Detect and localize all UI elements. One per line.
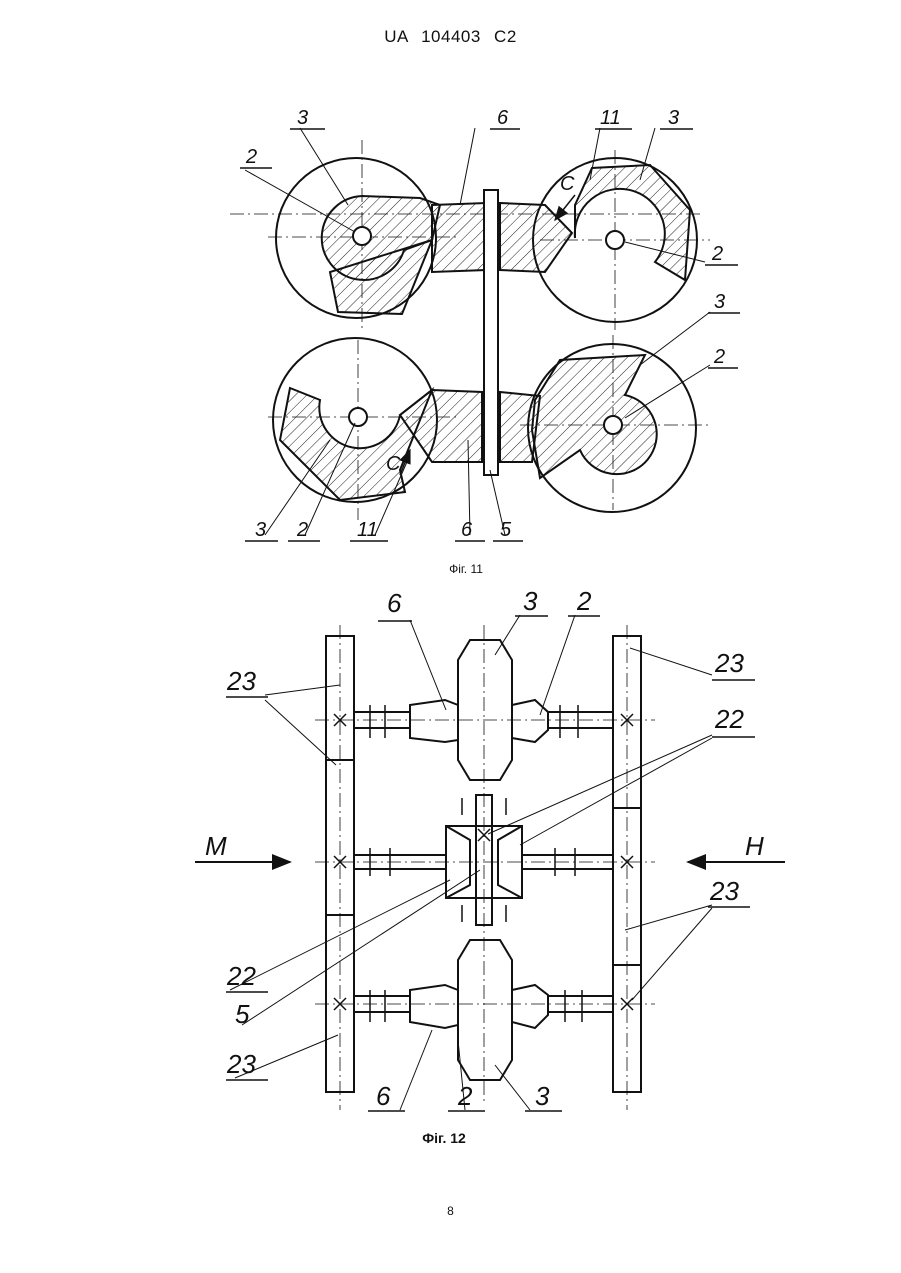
label-11: 11	[357, 519, 378, 541]
label-3: 3	[668, 107, 679, 129]
disk-bottom-right	[528, 344, 696, 512]
label-23: 23	[226, 666, 256, 696]
label-22: 22	[226, 961, 256, 991]
label-5: 5	[235, 999, 250, 1029]
figure-12	[195, 615, 785, 1111]
arrow-label-m: М	[205, 831, 227, 861]
label-c: С	[386, 453, 401, 475]
label-22: 22	[714, 704, 744, 734]
figure-11	[230, 128, 740, 541]
label-3: 3	[523, 586, 538, 616]
label-c: С	[560, 173, 575, 195]
roller-top	[458, 640, 512, 780]
figure-11-caption: Фіг. 11	[449, 562, 483, 576]
label-2: 2	[576, 586, 592, 616]
label-2: 2	[457, 1081, 473, 1111]
label-3: 3	[535, 1081, 550, 1111]
connecting-rod-bottom	[400, 390, 540, 462]
disk-top-left	[276, 158, 440, 318]
label-2: 2	[713, 346, 725, 368]
connecting-rod-top	[432, 203, 572, 272]
label-6: 6	[497, 107, 509, 129]
label-5: 5	[500, 519, 512, 541]
roller-bottom	[458, 940, 512, 1080]
label-3: 3	[297, 107, 308, 129]
label-2: 2	[245, 146, 257, 168]
label-11: 11	[600, 107, 621, 129]
label-3: 3	[714, 291, 725, 313]
label-2: 2	[296, 519, 308, 541]
arrow-label-h: Н	[745, 831, 764, 861]
label-6: 6	[461, 519, 473, 541]
label-6: 6	[376, 1081, 391, 1111]
figure-12-caption: Фіг. 12	[422, 1130, 466, 1146]
figure-12-labels: 6 3 2 23 23 22 М Н 23 22 5 23 6 2 3 Фіг.…	[205, 586, 764, 1146]
label-23: 23	[709, 876, 739, 906]
shaft-5	[484, 190, 498, 475]
label-2: 2	[711, 243, 723, 265]
label-6: 6	[387, 588, 402, 618]
label-23: 23	[226, 1049, 256, 1079]
label-23: 23	[714, 648, 744, 678]
page-number: 8	[0, 1204, 901, 1218]
label-3: 3	[255, 519, 266, 541]
